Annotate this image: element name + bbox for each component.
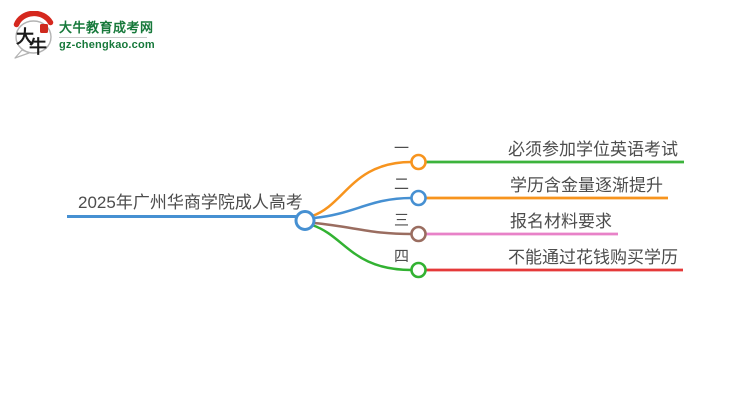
branch-number-4: 四 [393,248,409,265]
branch-label-3: 报名材料要求 [510,212,612,231]
logo-title: 大牛教育成考网 [59,20,154,35]
branch-connector-3 [313,221,412,236]
branch-node-circle-2 [410,189,427,207]
logo-red-arc [13,11,54,28]
logo-char-da: 大 [16,26,34,47]
branch-label-1: 必须参加学位英语考试 [508,140,678,159]
branch-label-2: 学历含金量逐渐提升 [510,176,663,195]
branch-connector-1 [311,160,412,218]
root-node-label: 2025年广州华商学院成人高考 [78,193,303,212]
branch-node-circle-4 [410,261,427,279]
site-logo[interactable]: 大 牛 大牛教育成考网 gz-chengkao.com [12,11,155,59]
branch-connector-2 [313,196,412,220]
branch-number-2: 二 [393,176,409,193]
branch-number-3: 三 [393,212,409,229]
branch-node-circle-3 [410,225,427,243]
logo-red-seal [40,24,48,33]
branch-connector-4 [311,223,412,272]
logo-domain: gz-chengkao.com [59,39,155,51]
logo-bubble-tail [14,49,30,59]
logo-divider [59,37,147,38]
logo-char-niu: 牛 [29,36,47,57]
branch-label-4: 不能通过花钱购买学历 [508,248,678,267]
branch-node-circle-1 [410,153,427,171]
logo-text: 大牛教育成考网 gz-chengkao.com [59,20,155,51]
root-node-circle [294,210,316,231]
branch-number-1: 一 [393,140,409,157]
daniu-logo-icon: 大 牛 [13,11,54,59]
